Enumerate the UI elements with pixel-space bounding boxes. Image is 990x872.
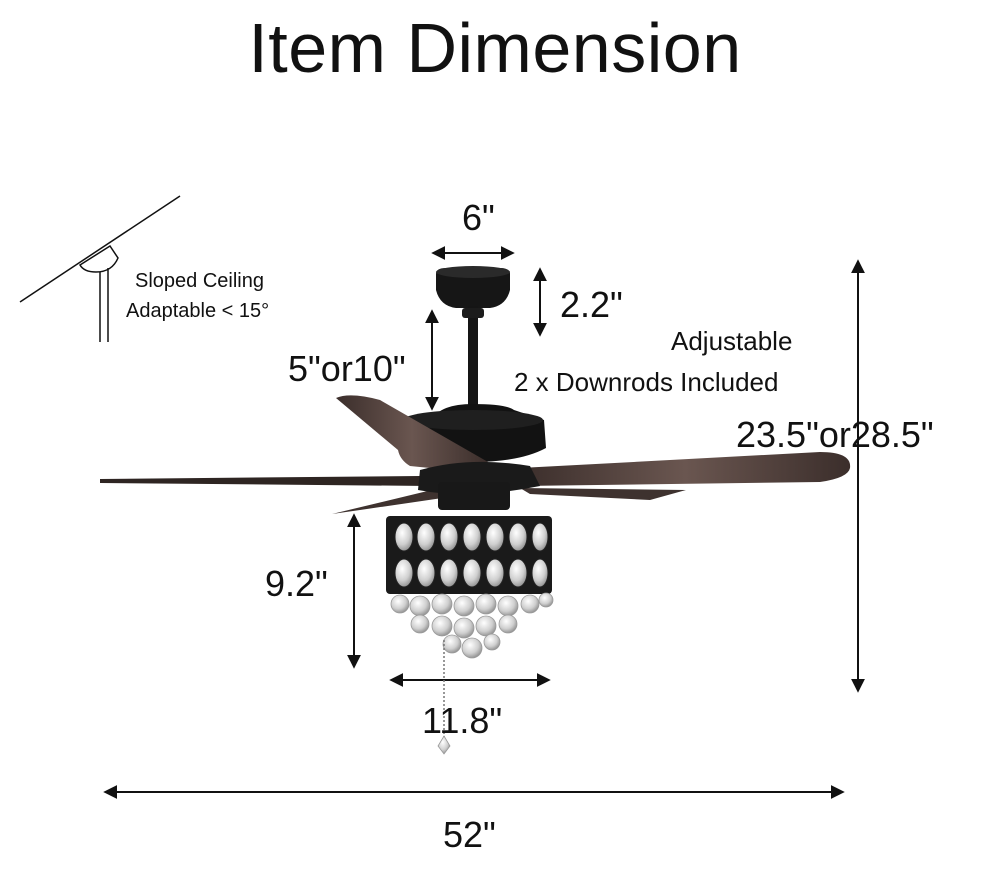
ceiling-note-line1: Sloped Ceiling [135, 270, 264, 292]
downrod-length-label: 5"or10" [288, 348, 406, 389]
ceiling-fan [100, 266, 851, 755]
light-kit-height-label: 9.2" [265, 563, 328, 604]
canopy-height-label: 2.2" [560, 284, 623, 325]
downrod-note-line1: Adjustable [671, 326, 793, 356]
sloped-ceiling-icon [19, 195, 181, 342]
total-height-label: 23.5"or28.5" [736, 414, 934, 455]
ceiling-note-line2: Adaptable < 15° [126, 300, 270, 322]
blade-span-label: 52" [443, 814, 496, 855]
light-kit-width-label: 11.8" [422, 700, 503, 741]
page-title: Item Dimension [248, 9, 742, 87]
canopy-width-label: 6" [462, 197, 495, 238]
downrod-note-line2: 2 x Downrods Included [514, 367, 779, 397]
